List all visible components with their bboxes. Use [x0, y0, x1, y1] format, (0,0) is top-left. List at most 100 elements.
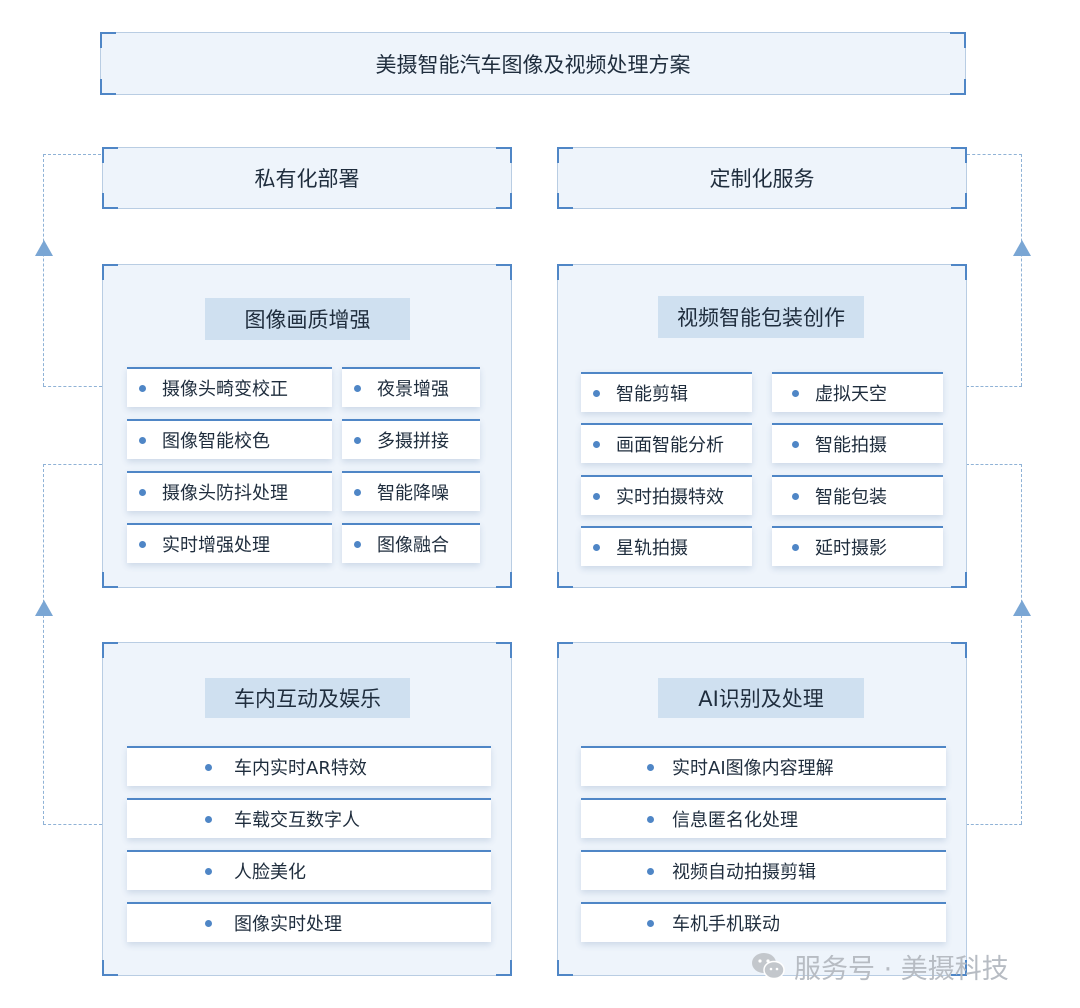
list-item: 智能拍摄: [772, 423, 943, 463]
item-label: 视频自动拍摄剪辑: [672, 862, 816, 883]
bullet-icon: [354, 540, 361, 548]
item-label: 画面智能分析: [616, 435, 724, 456]
bullet-icon: [593, 492, 600, 500]
item-label: 夜景增强: [377, 379, 449, 400]
arrow-up-icon: [1013, 600, 1031, 616]
bullet-icon: [354, 384, 361, 392]
item-label: 摄像头防抖处理: [162, 483, 288, 504]
item-label: 图像智能校色: [162, 431, 270, 452]
list-item: 图像智能校色: [127, 419, 332, 459]
item-label: 虚拟天空: [815, 384, 887, 405]
custom-service-box: 定制化服务: [557, 147, 967, 209]
list-item: 车机手机联动: [581, 902, 946, 942]
bullet-icon: [139, 540, 146, 548]
list-item: 视频自动拍摄剪辑: [581, 850, 946, 890]
list-item: 图像实时处理: [127, 902, 491, 942]
item-label: 信息匿名化处理: [672, 810, 798, 831]
bullet-icon: [205, 815, 212, 823]
panel-title-image-quality: 图像画质增强: [205, 298, 410, 340]
list-item: 实时拍摄特效: [581, 475, 752, 515]
item-label: 多摄拼接: [377, 431, 449, 452]
connector-right-bottom-h2: [966, 824, 1022, 825]
list-item: 智能剪辑: [581, 372, 752, 412]
bullet-icon: [792, 440, 799, 448]
connector-right-top-h2: [966, 386, 1022, 387]
connector-left-bottom-v: [43, 464, 44, 824]
arrow-up-icon: [35, 600, 53, 616]
item-label: 车载交互数字人: [234, 810, 360, 831]
item-label: 星轨拍摄: [616, 538, 688, 559]
bullet-icon: [647, 867, 654, 875]
connector-left-bottom-h2: [43, 824, 102, 825]
list-item: 实时AI图像内容理解: [581, 746, 946, 786]
bullet-icon: [139, 384, 146, 392]
list-item: 智能包装: [772, 475, 943, 515]
bullet-icon: [647, 815, 654, 823]
bullet-icon: [139, 436, 146, 444]
main-title: 美摄智能汽车图像及视频处理方案: [375, 52, 691, 77]
connector-right-top-h: [967, 154, 1022, 155]
connector-right-bottom-v: [1021, 464, 1022, 824]
bullet-icon: [205, 867, 212, 875]
list-item: 星轨拍摄: [581, 526, 752, 566]
list-item: 信息匿名化处理: [581, 798, 946, 838]
item-label: 智能包装: [815, 487, 887, 508]
list-item: 画面智能分析: [581, 423, 752, 463]
watermark-text: 服务号 · 美摄科技: [794, 953, 1009, 985]
list-item: 实时增强处理: [127, 523, 332, 563]
panel-title-ai: AI识别及处理: [658, 678, 864, 718]
connector-left-top-h2: [43, 386, 102, 387]
connector-left-top-v: [43, 154, 44, 386]
list-item: 夜景增强: [342, 367, 480, 407]
list-item: 图像融合: [342, 523, 480, 563]
connector-right-top-v: [1021, 154, 1022, 386]
bullet-icon: [205, 763, 212, 771]
item-label: 车内实时AR特效: [234, 758, 367, 779]
item-label: 智能拍摄: [815, 435, 887, 456]
bullet-icon: [205, 919, 212, 927]
list-item: 车载交互数字人: [127, 798, 491, 838]
bullet-icon: [647, 763, 654, 771]
bullet-icon: [792, 389, 799, 397]
bullet-icon: [354, 436, 361, 444]
item-label: 人脸美化: [234, 862, 306, 883]
item-label: 实时拍摄特效: [616, 487, 724, 508]
list-item: 摄像头畸变校正: [127, 367, 332, 407]
arrow-up-icon: [35, 240, 53, 256]
bullet-icon: [593, 543, 600, 551]
arrow-up-icon: [1013, 240, 1031, 256]
bullet-icon: [593, 440, 600, 448]
item-label: 图像实时处理: [234, 914, 342, 935]
main-title-box: 美摄智能汽车图像及视频处理方案: [100, 32, 966, 95]
item-label: 延时摄影: [815, 538, 887, 559]
item-label: 摄像头畸变校正: [162, 379, 288, 400]
watermark: 服务号 · 美摄科技: [750, 946, 1009, 986]
list-item: 虚拟天空: [772, 372, 943, 412]
list-item: 延时摄影: [772, 526, 943, 566]
panel-title-in-car: 车内互动及娱乐: [205, 678, 410, 718]
private-deploy-label: 私有化部署: [254, 167, 360, 191]
bullet-icon: [792, 492, 799, 500]
connector-left-bottom-h: [43, 464, 102, 465]
list-item: 人脸美化: [127, 850, 491, 890]
list-item: 智能降噪: [342, 471, 480, 511]
item-label: 智能剪辑: [616, 384, 688, 405]
wechat-icon: [752, 953, 785, 980]
list-item: 多摄拼接: [342, 419, 480, 459]
list-item: 车内实时AR特效: [127, 746, 491, 786]
bullet-icon: [354, 488, 361, 496]
connector-right-bottom-h: [966, 464, 1022, 465]
private-deploy-box: 私有化部署: [102, 147, 512, 209]
bullet-icon: [139, 488, 146, 496]
item-label: 图像融合: [377, 535, 449, 556]
item-label: 实时增强处理: [162, 535, 270, 556]
custom-service-label: 定制化服务: [709, 167, 815, 191]
panel-title-video-creation: 视频智能包装创作: [658, 296, 864, 338]
connector-left-top-h: [43, 154, 101, 155]
list-item: 摄像头防抖处理: [127, 471, 332, 511]
bullet-icon: [792, 543, 799, 551]
item-label: 实时AI图像内容理解: [672, 758, 834, 779]
item-label: 智能降噪: [377, 483, 449, 504]
item-label: 车机手机联动: [672, 914, 780, 935]
bullet-icon: [593, 389, 600, 397]
